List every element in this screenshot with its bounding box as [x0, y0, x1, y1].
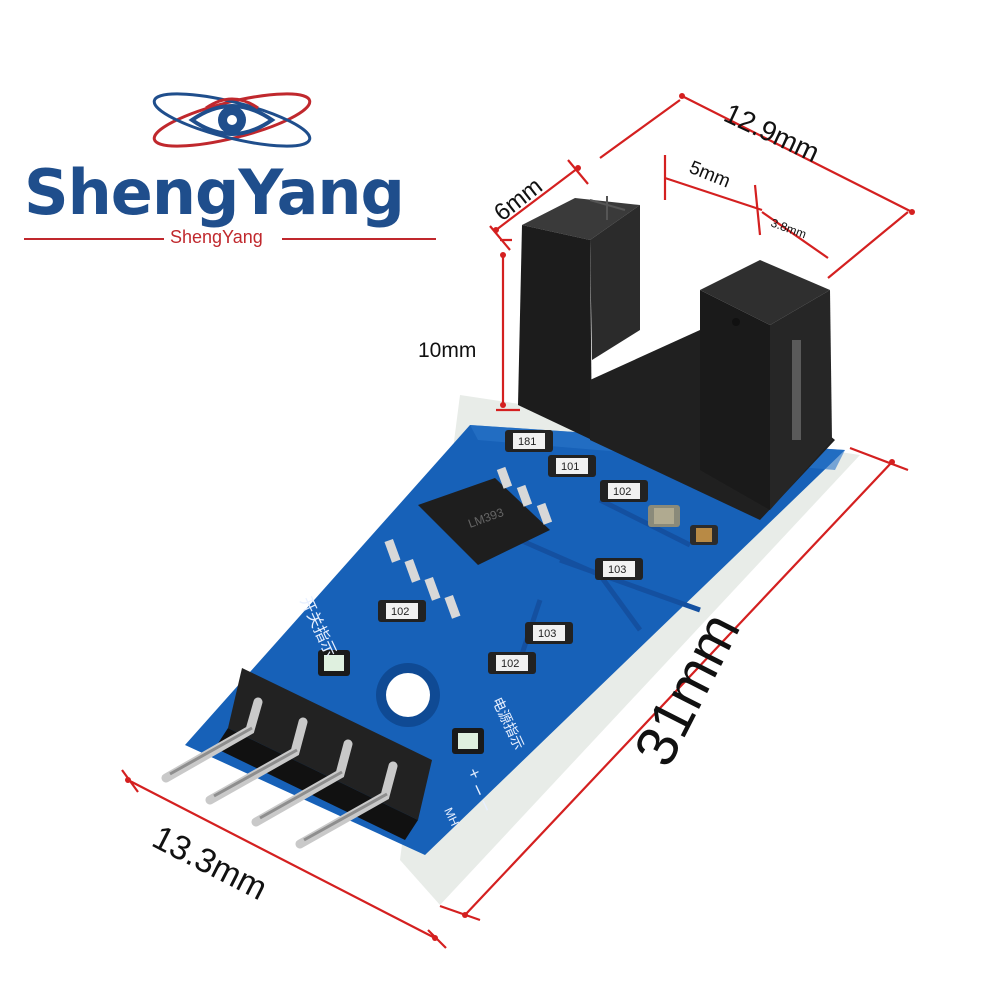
- resistor-code: 101: [561, 461, 579, 473]
- brand-rule-right: [282, 238, 436, 240]
- dim-arm-width: 3.8mm: [769, 216, 808, 242]
- resistor-code: 102: [501, 658, 519, 670]
- ic-chip: LM393: [384, 466, 553, 619]
- dim-width-total: 12.9mm: [719, 97, 824, 168]
- resistor-code: 103: [538, 628, 556, 640]
- brand-logo: ShengYang ShengYang: [20, 70, 440, 260]
- resistor: 102: [488, 652, 536, 674]
- resistor-code: 103: [608, 564, 626, 576]
- capacitor: [648, 505, 680, 527]
- pin-header: [228, 668, 432, 820]
- resistor-code: 102: [391, 606, 409, 618]
- resistor: 103: [525, 622, 573, 644]
- resistor: 101: [548, 455, 596, 477]
- slot-sensor: [518, 196, 835, 520]
- resistor: 181: [505, 430, 553, 452]
- brand-subtitle: ShengYang: [170, 227, 263, 247]
- resistor: 102: [600, 480, 648, 502]
- capacitor: [690, 525, 718, 545]
- led-power: [452, 728, 484, 754]
- resistor: 103: [595, 558, 643, 580]
- brand-rule-left: [24, 238, 164, 240]
- pin-shading: [169, 726, 388, 842]
- eye-orbit-logo: [152, 92, 312, 148]
- dim-sensor-height: 10mm: [418, 339, 476, 362]
- dimension-arrows: [125, 93, 915, 941]
- resistor-code: 181: [518, 436, 536, 448]
- resistor: 102: [378, 600, 426, 622]
- mounting-hole: [386, 673, 430, 717]
- dim-board-width: 13.3mm: [146, 818, 273, 908]
- led-switch: [318, 650, 350, 676]
- brand-name: ShengYang: [24, 156, 405, 229]
- resistor-code: 102: [613, 486, 631, 498]
- dimension-lines: [121, 95, 913, 949]
